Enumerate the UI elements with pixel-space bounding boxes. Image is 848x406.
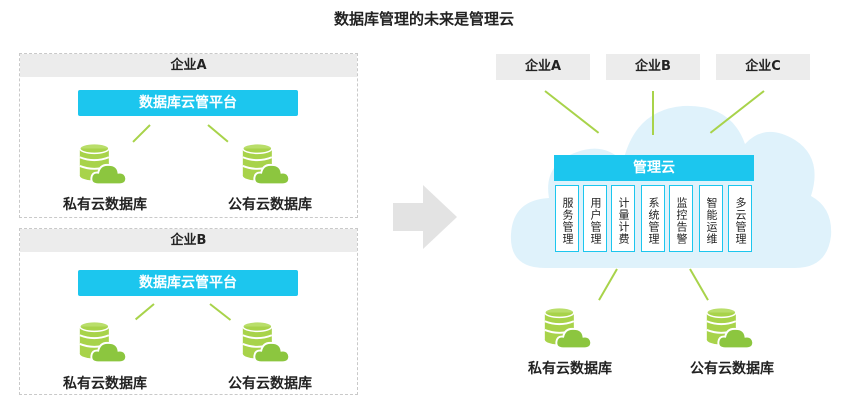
metering-billing: 计量计费 [611,185,635,252]
private-db-icon [75,317,133,367]
user-management: 用户管理 [583,185,607,252]
right-arrow-icon [393,185,457,249]
connector-line [132,124,151,143]
enterprise-b-header: 企业B [20,229,357,252]
private-db-label: 私有云数据库 [63,376,147,392]
multi-cloud-management: 多云管理 [728,185,752,252]
enterprise-a-panel: 企业A 数据库云管平台 私有云数据库 公有云数据库 [19,53,358,218]
private-db-label: 私有云数据库 [528,361,612,377]
connector-line [134,303,155,321]
public-db-icon [238,317,296,367]
public-db-label: 公有云数据库 [228,197,312,213]
public-db-label: 公有云数据库 [228,376,312,392]
monitoring-alerting: 监控告警 [669,185,693,252]
enterprise-a-box: 企业A [496,54,590,80]
enterprise-b-panel: 企业B 数据库云管平台 私有云数据库 公有云数据库 [19,228,358,395]
private-db-icon [540,303,598,353]
public-db-label: 公有云数据库 [690,361,774,377]
enterprise-a-header: 企业A [20,54,357,77]
connector-line [209,303,232,321]
private-db-icon [75,139,133,189]
private-db-label: 私有云数据库 [63,197,147,213]
system-management: 系统管理 [641,185,665,252]
public-db-icon [702,303,760,353]
service-management: 服务管理 [555,185,579,252]
connector-line [652,91,654,135]
management-cloud-bar: 管理云 [554,155,754,181]
intelligent-ops: 智能运维 [699,185,723,252]
public-db-icon [238,139,296,189]
db-cloud-platform-b: 数据库云管平台 [78,270,298,296]
enterprise-c-box: 企业C [716,54,810,80]
db-cloud-platform-a: 数据库云管平台 [78,90,298,116]
page-title: 数据库管理的未来是管理云 [333,10,514,28]
connector-line [207,124,229,143]
enterprise-b-box: 企业B [606,54,700,80]
